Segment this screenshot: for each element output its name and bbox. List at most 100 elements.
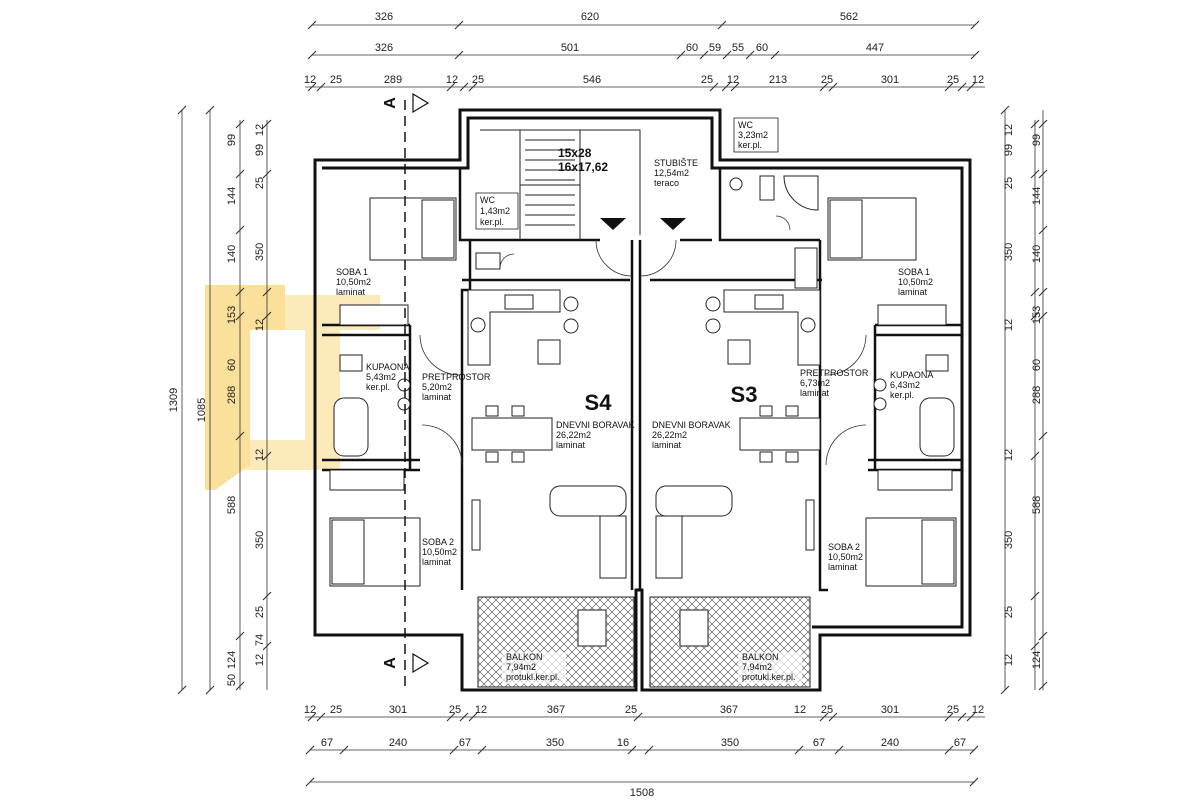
room-label-balkon-left: BALKON 7,94m2 protukl.ker.pl. [502,652,566,684]
dim-label: 620 [581,11,599,23]
dim-label: 12 [304,74,316,86]
svg-text:laminat: laminat [800,388,830,398]
dim-label: 25 [254,606,266,618]
dim-left-inner: 1085 [196,398,208,422]
svg-text:laminat: laminat [828,562,858,572]
dim-label: 326 [375,42,393,54]
dim-label: 588 [226,496,238,514]
sofas [471,485,815,579]
dim-label: 140 [226,245,238,263]
dim-label: 140 [1031,245,1043,263]
bathroom-fixtures [333,175,955,457]
svg-text:DNEVNI BORAVAK: DNEVNI BORAVAK [652,420,731,430]
svg-text:laminat: laminat [652,440,682,450]
dim-label: 153 [1031,306,1043,324]
dim-label: 99 [1003,144,1015,156]
svg-text:laminat: laminat [556,440,586,450]
staircase [480,129,641,240]
dim-label: 25 [330,74,342,86]
dim-label: 326 [375,11,393,23]
svg-text:10,50m2: 10,50m2 [898,277,933,287]
balcony-furniture [577,609,709,647]
dim-label: 12 [727,74,739,86]
stair-finish: teraco [654,178,679,188]
svg-text:laminat: laminat [422,557,452,567]
dim-label: 501 [561,42,579,54]
dim-label: 288 [1031,386,1043,404]
dim-label: 12 [254,449,266,461]
dim-top-row2: 326 501 60 59 55 60 447 [375,42,884,54]
room-label-kupaona-right: KUPAONA 6,43m2 ker.pl. [890,370,933,400]
dim-label: 12 [1003,124,1015,136]
svg-text:6,73m2: 6,73m2 [800,378,830,388]
dim-label: 12 [972,74,984,86]
room-label-soba1-left: SOBA 1 10,50m2 laminat [336,267,371,297]
dim-label: 213 [769,74,787,86]
dim-label: 12 [304,704,316,716]
svg-text:PRETPROSTOR: PRETPROSTOR [422,372,491,382]
dim-label: 50 [226,674,238,686]
wardrobes [329,247,953,491]
svg-text:5,20m2: 5,20m2 [422,382,452,392]
kitchens [467,289,821,366]
dim-label: 12 [794,704,806,716]
dim-label: 546 [583,74,601,86]
dim-label: 12 [1003,319,1015,331]
dim-label: 25 [947,74,959,86]
dim-label: 60 [1031,359,1043,371]
dim-label: 350 [254,531,266,549]
dim-label: 12 [1003,654,1015,666]
dim-label: 25 [330,704,342,716]
dim-label: 25 [625,704,637,716]
svg-text:3,23m2: 3,23m2 [738,130,768,140]
dim-label: 240 [389,737,407,749]
dim-label: 367 [547,704,565,716]
room-label-kupaona-left: KUPAONA 5,43m2 ker.pl. [366,362,409,392]
dim-label: 289 [384,74,402,86]
dim-label: 60 [226,359,238,371]
svg-text:SOBA 2: SOBA 2 [828,542,860,552]
room-label-wc-right: WC 3,23m2 ker.pl. [733,117,779,153]
dim-label: 55 [732,42,744,54]
room-label-soba2-left: SOBA 2 10,50m2 laminat [422,537,457,567]
dim-label: 350 [721,737,739,749]
dim-label: 240 [881,737,899,749]
dim-label: 124 [226,651,238,669]
svg-text:6,43m2: 6,43m2 [890,380,920,390]
dim-bottom-row1: 12 25 301 25 12 367 25 367 12 25 301 25 … [304,704,984,716]
room-label-wc-left: WC 1,43m2 ker.pl. [475,192,519,230]
dim-right-col-b: 12 99 25 350 12 12 350 25 12 [1003,124,1015,666]
svg-text:laminat: laminat [336,287,366,297]
dim-label: 67 [954,737,966,749]
stair-code-2: 16x17,62 [558,160,608,174]
dim-label: 99 [254,144,266,156]
dim-label: 25 [254,177,266,189]
room-label-dnevni-right: DNEVNI BORAVAK 26,22m2 laminat [652,420,731,450]
dim-label: 60 [756,42,768,54]
dim-label: 16 [617,737,629,749]
svg-text:protukl.ker.pl.: protukl.ker.pl. [742,672,796,682]
dim-label: 588 [1031,496,1043,514]
dim-label: 25 [449,704,461,716]
stair-area: 12,54m2 [654,168,689,178]
dining-chairs [563,296,721,334]
room-label-dnevni-left: DNEVNI BORAVAK 26,22m2 laminat [556,420,635,450]
svg-text:ker.pl.: ker.pl. [890,390,914,400]
room-label-balkon-right: BALKON 7,94m2 protukl.ker.pl. [738,652,802,684]
exterior-walls [313,108,972,692]
stair-labels: 15x28 16x17,62 STUBIŠTE 12,54m2 teraco [558,146,698,188]
svg-text:laminat: laminat [898,287,928,297]
svg-text:laminat: laminat [422,392,452,402]
svg-text:SOBA 1: SOBA 1 [898,267,930,277]
svg-text:1,43m2: 1,43m2 [480,206,510,216]
section-mark-bottom: A [382,657,399,669]
dim-label: 99 [1031,134,1043,146]
svg-text:PRETPROSTOR: PRETPROSTOR [800,368,869,378]
svg-text:ker.pl.: ker.pl. [366,382,390,392]
dim-label: 25 [701,74,713,86]
section-line: A A [382,92,430,690]
dim-label: 144 [226,187,238,205]
dim-label: 74 [254,634,266,646]
dim-bottom-row2: 67 240 67 350 16 350 67 240 67 [321,737,966,749]
